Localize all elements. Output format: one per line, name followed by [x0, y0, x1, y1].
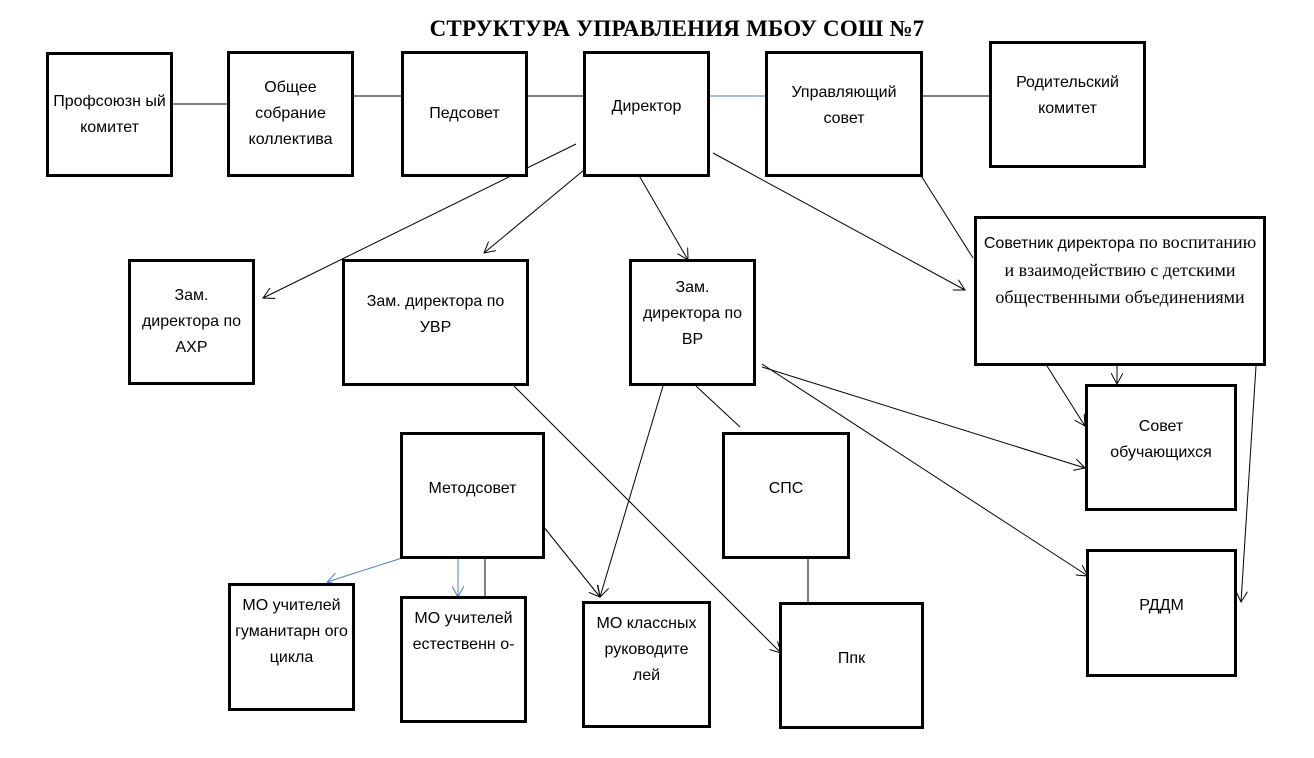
node-rddm: РДДМ	[1086, 549, 1237, 677]
node-sps-label: СПС	[768, 480, 804, 497]
node-sps: СПС	[722, 432, 850, 559]
arrow-direktor-vr	[636, 171, 688, 260]
node-upravlyayushchiy-sovet-label: Управляющий совет	[791, 84, 897, 127]
node-mo-gumanitarnogo: МО учителей гуманитарн ого цикла	[228, 583, 355, 711]
arrow-metodsovet-mogum	[327, 557, 403, 582]
arrow-direktor-uvr	[484, 169, 585, 253]
node-metodsovet-label: Методсовет	[428, 480, 517, 497]
node-mo-estestvennogo: МО учителей естественн о-	[400, 596, 527, 723]
node-mo-klassnyh: МО классных руководите лей	[582, 601, 711, 728]
node-zam-vr: Зам. директора по ВР	[629, 259, 756, 386]
node-sovetnik-text: Советник директора по воспитанию и взаим…	[981, 229, 1259, 311]
node-roditelskiy-komitet: Родительский комитет	[989, 41, 1146, 168]
node-direktor: Директор	[583, 51, 710, 177]
arrow-metodsovet-moklass	[542, 525, 600, 597]
node-mo-gumanitarnogo-label: МО учителей гуманитарн ого цикла	[235, 597, 348, 666]
arrow-vr-rddm	[761, 363, 1088, 576]
node-sovetnik-rest: по воспитанию и взаимодействию с детским…	[995, 232, 1257, 307]
node-pedsovet: Педсовет	[401, 51, 528, 177]
node-obshchee-sobranie: Общее собрание коллектива	[227, 51, 354, 177]
link-upravsovet-sovetnik	[919, 173, 974, 259]
node-obshchee-sobranie-label: Общее собрание коллектива	[248, 79, 333, 148]
node-zam-ahr-label: Зам. директора по АХР	[141, 287, 242, 356]
link-vr-sps	[695, 385, 741, 428]
diagram-title: СТРУКТУРА УПРАВЛЕНИЯ МБОУ СОШ №7	[429, 16, 925, 41]
node-zam-uvr-label: Зам. директора по УВР	[366, 293, 505, 336]
node-sovet-obuchayushchihsya-label: Совет обучающихся	[1110, 418, 1212, 461]
node-zam-uvr: Зам. директора по УВР	[342, 259, 529, 386]
node-ppk-label: Ппк	[837, 650, 866, 667]
node-direktor-label: Директор	[611, 98, 682, 115]
node-ppk: Ппк	[779, 602, 924, 729]
node-sovetnik-label: Советник директора	[983, 235, 1135, 252]
node-roditelskiy-komitet-label: Родительский комитет	[1016, 74, 1119, 117]
arrow-direktor-sovetnik	[712, 152, 965, 290]
node-mo-estestvennogo-label: МО учителей естественн о-	[412, 610, 515, 653]
arrow-sovetnik-rddm	[1241, 365, 1257, 602]
node-mo-klassnyh-label: МО классных руководите лей	[596, 615, 697, 684]
node-upravlyayushchiy-sovet: Управляющий совет	[765, 51, 923, 177]
node-metodsovet: Методсовет	[400, 432, 545, 559]
arrow-vr-moklass	[600, 385, 664, 597]
node-zam-vr-label: Зам. директора по ВР	[642, 279, 743, 348]
node-sovet-obuchayushchihsya: Совет обучающихся	[1085, 384, 1237, 511]
node-zam-ahr: Зам. директора по АХР	[128, 259, 255, 385]
arrow-vr-sovetobuch	[761, 366, 1085, 468]
node-rddm-label: РДДМ	[1139, 597, 1184, 614]
node-pedsovet-label: Педсовет	[429, 105, 500, 122]
node-profsoyuz: Профсоюзн ый комитет	[46, 52, 173, 177]
arrow-sovetnik-sovetobuch-b	[1046, 365, 1085, 426]
node-profsoyuz-label: Профсоюзн ый комитет	[53, 92, 166, 136]
arrow-uvr-ppk	[511, 383, 781, 653]
node-sovetnik: Советник директора по воспитанию и взаим…	[974, 216, 1266, 366]
